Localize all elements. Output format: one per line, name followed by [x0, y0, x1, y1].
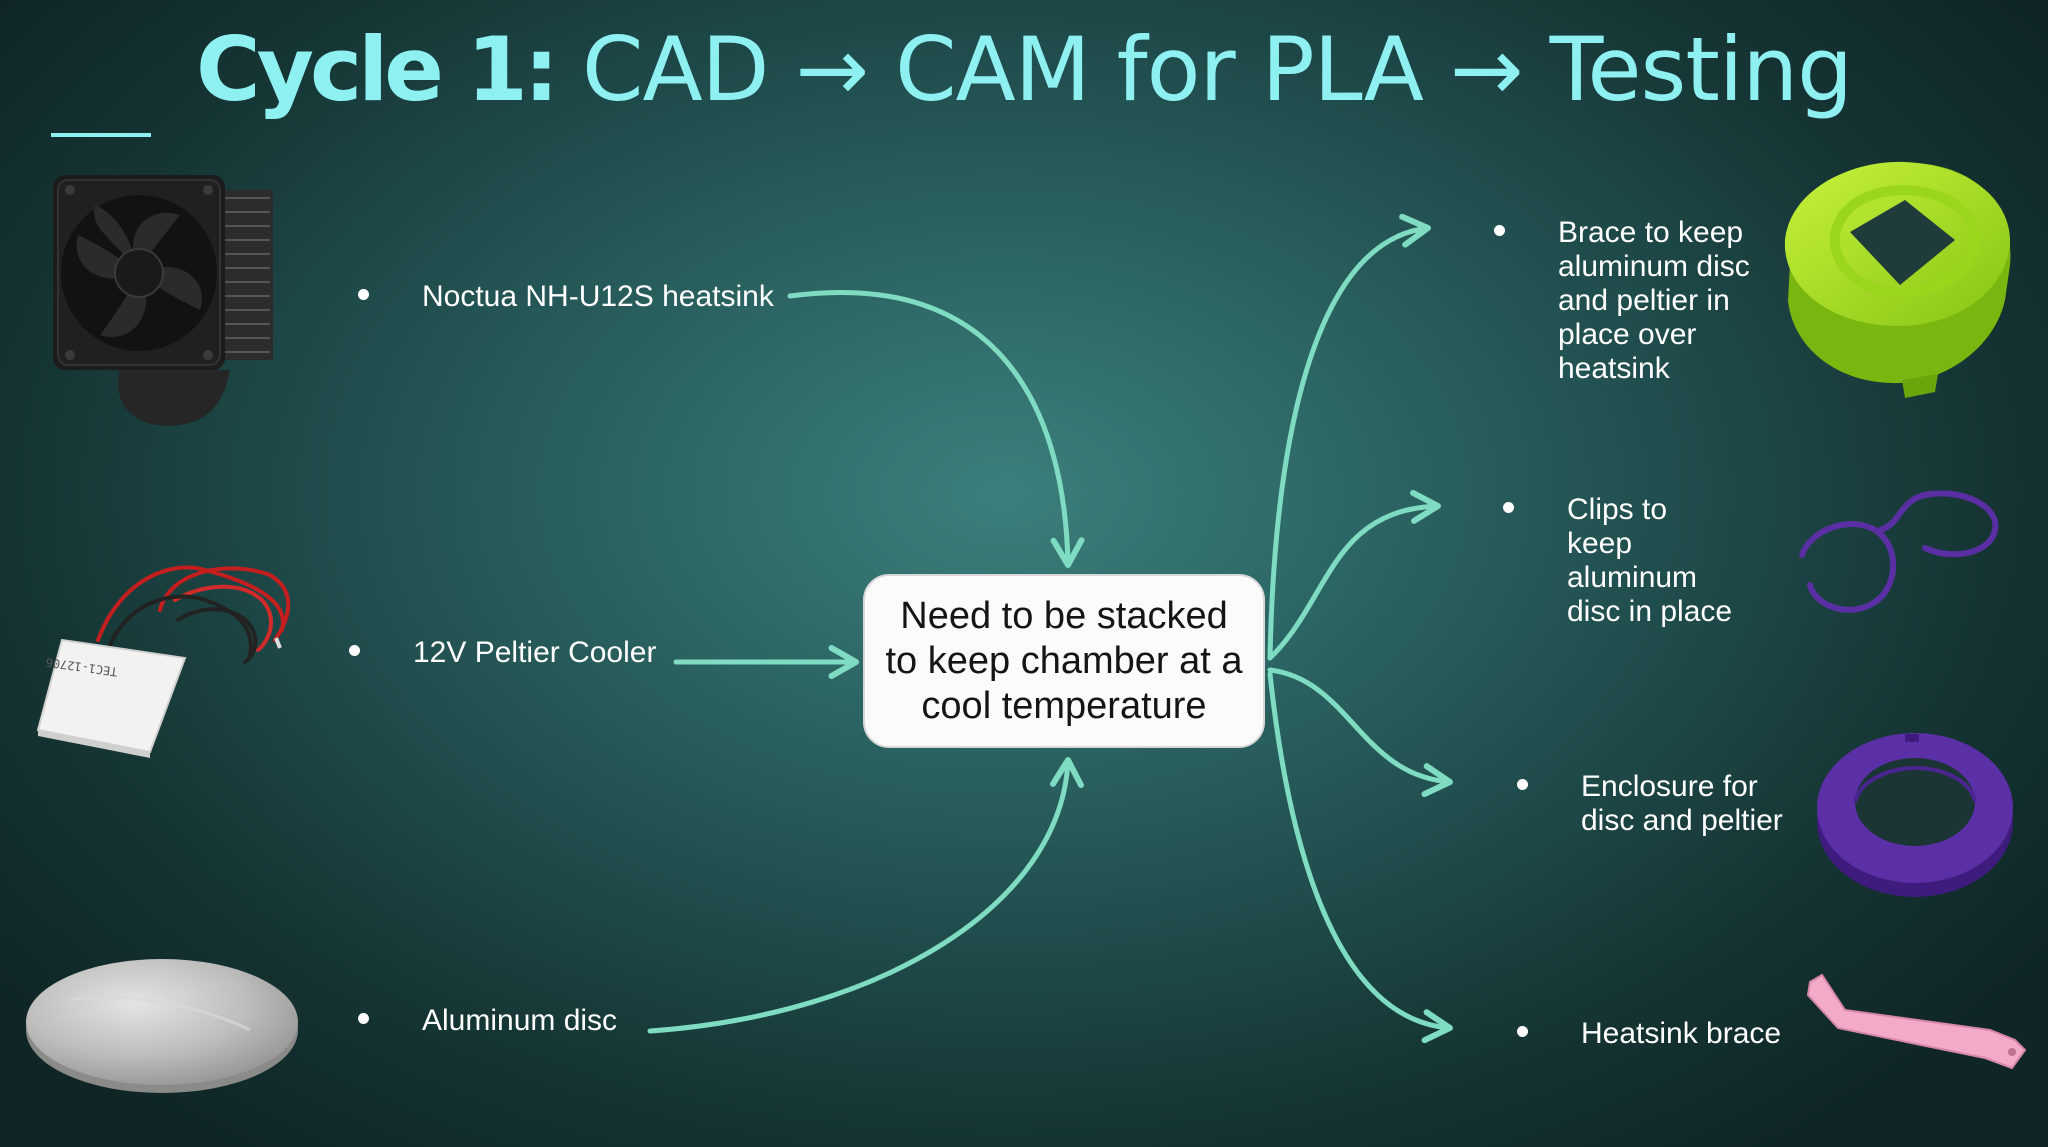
- arrow-center-to-clips: [1267, 489, 1441, 661]
- arrow-center-to-enclosure: [1267, 667, 1453, 798]
- peltier-module-image: TEC1-12706: [36, 565, 291, 758]
- input-label-heatsink: Noctua NH-U12S heatsink: [422, 280, 774, 313]
- output-label-clips: Clips to keep aluminum disc in place: [1567, 493, 1733, 628]
- center-goal-text: Need to be stacked to keep chamber at a …: [885, 594, 1243, 727]
- pink-heatsink-brace-image: [1806, 973, 2027, 1070]
- bullet-dot: [349, 645, 360, 656]
- output-label-enclosure: Enclosure for disc and peltier: [1581, 770, 1783, 837]
- arrow-center-to-brace: [1267, 213, 1431, 661]
- output-item-heatsink-brace: Heatsink brace: [1517, 1017, 1821, 1051]
- arrow-disc-to-center: [647, 757, 1084, 1034]
- input-item-heatsink: Noctua NH-U12S heatsink: [358, 280, 774, 314]
- output-item-clips: Clips to keep aluminum disc in place: [1503, 493, 1737, 629]
- aluminum-disc-image: [26, 959, 298, 1093]
- connector-arrows: [647, 213, 1453, 1044]
- output-item-brace: Brace to keep aluminum disc and peltier …: [1494, 216, 1758, 386]
- title-cycle: Cycle 1:: [196, 18, 559, 121]
- center-goal-box: Need to be stacked to keep chamber at a …: [863, 574, 1265, 748]
- output-label-brace: Brace to keep aluminum disc and peltier …: [1558, 216, 1750, 385]
- bullet-dot: [1494, 225, 1505, 236]
- arrow-heatsink-to-center: [787, 289, 1085, 568]
- output-item-enclosure: Enclosure for disc and peltier: [1517, 770, 1806, 838]
- title-rest: CAD → CAM for PLA → Testing: [555, 18, 1853, 121]
- bullet-dot: [1517, 1026, 1528, 1037]
- input-label-peltier: 12V Peltier Cooler: [413, 636, 657, 669]
- purple-clips-image: [1799, 490, 1999, 613]
- bullet-dot: [358, 1013, 369, 1024]
- output-label-heatsink-brace: Heatsink brace: [1581, 1017, 1782, 1050]
- title-underline: [51, 133, 151, 137]
- input-item-aluminum-disc: Aluminum disc: [358, 1004, 618, 1038]
- green-brace-image: [1784, 161, 2011, 398]
- purple-enclosure-image: [1817, 733, 2013, 897]
- input-item-peltier: 12V Peltier Cooler: [349, 636, 657, 670]
- cpu-cooler-heatsink-image: [53, 175, 273, 426]
- bullet-dot: [1517, 779, 1528, 790]
- bullet-dot: [358, 289, 369, 300]
- bullet-dot: [1503, 502, 1514, 513]
- arrow-center-to-heatsink-brace: [1267, 671, 1453, 1044]
- slide-title: Cycle 1: CAD → CAM for PLA → Testing: [0, 10, 2048, 130]
- input-label-aluminum-disc: Aluminum disc: [422, 1004, 618, 1037]
